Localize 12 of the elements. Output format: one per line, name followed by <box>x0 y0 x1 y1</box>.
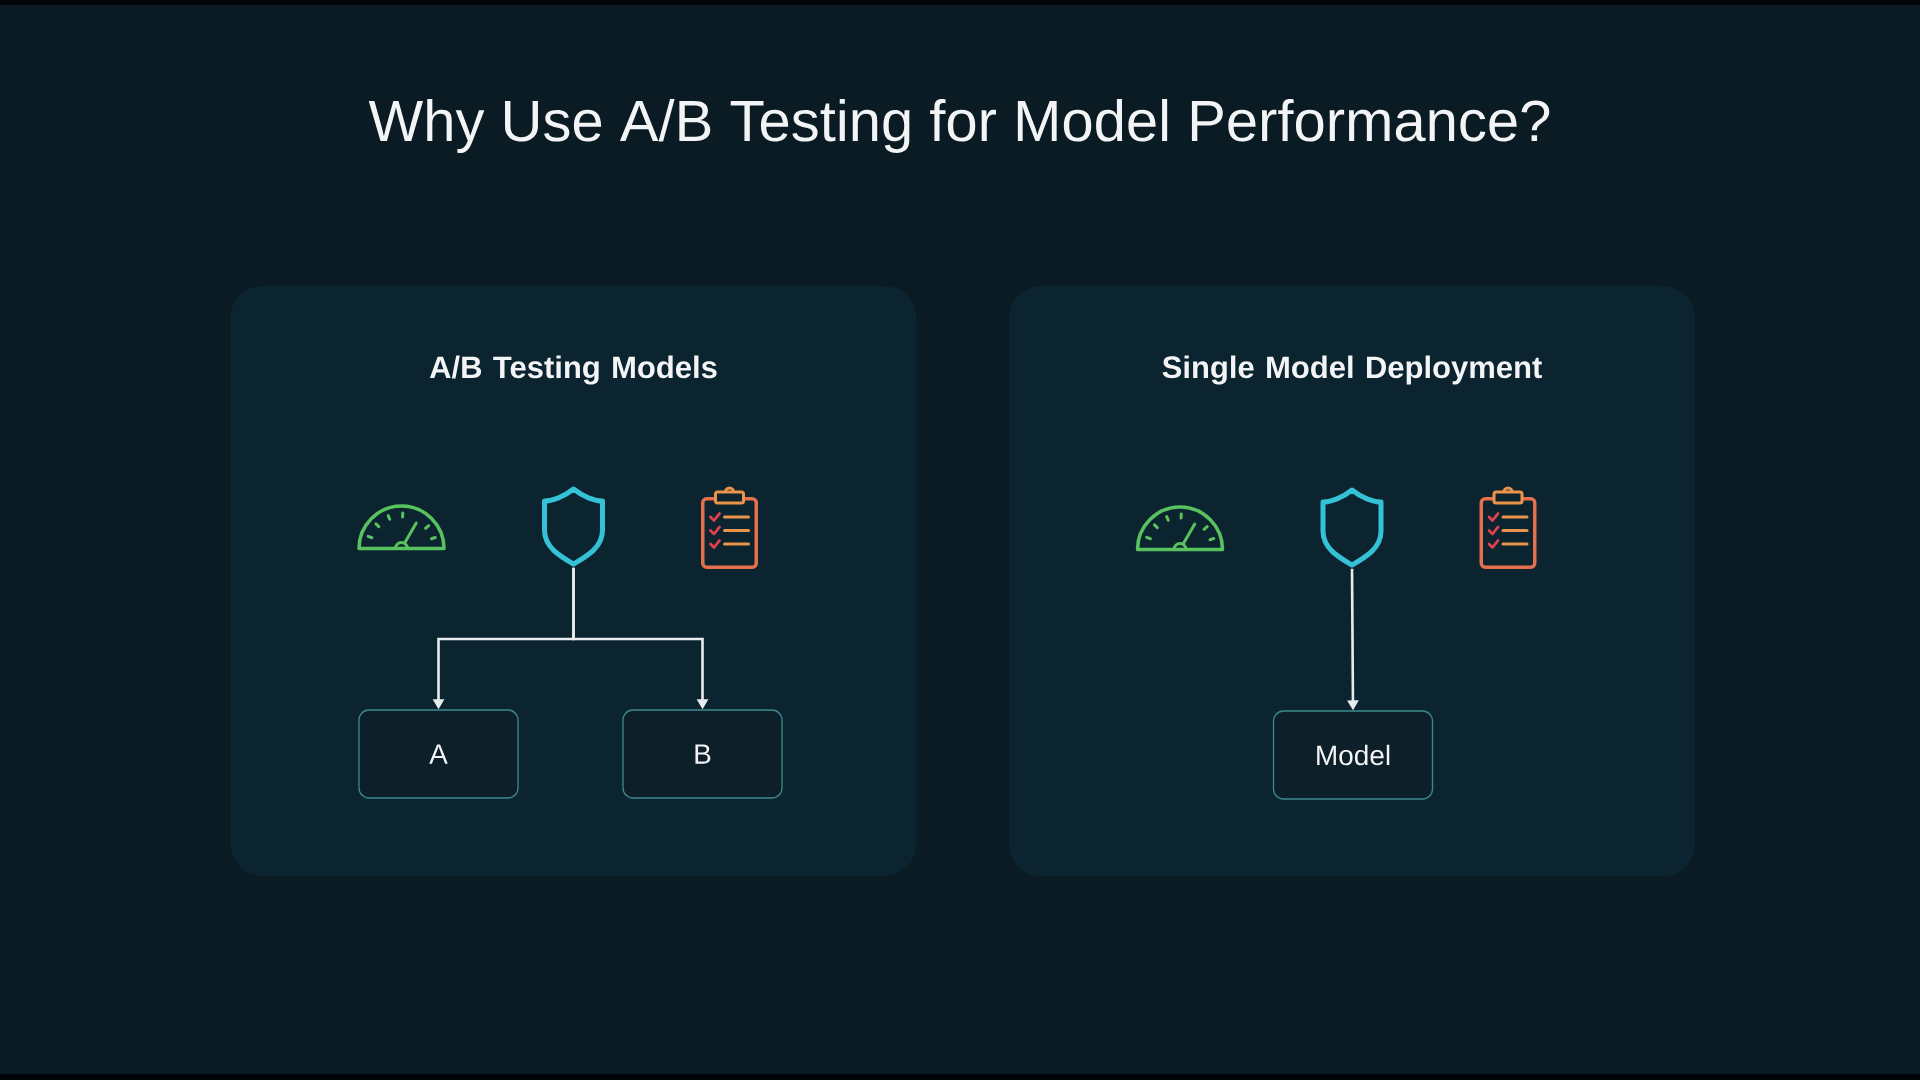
model-box: A <box>358 709 519 799</box>
gauge-icon <box>1135 505 1225 552</box>
clipboard-icon <box>1479 486 1537 569</box>
model-box: Model <box>1272 710 1434 800</box>
clipboard-icon <box>701 486 758 569</box>
shield-icon <box>542 486 605 567</box>
gauge-icon <box>357 504 446 551</box>
slide-title: Why Use A/B Testing for Model Performance? <box>368 98 1550 154</box>
panel-heading: Single Model Deployment <box>1162 355 1542 385</box>
shield-icon <box>1320 487 1384 568</box>
panel-heading: A/B Testing Models <box>429 355 717 385</box>
model-box: B <box>622 709 783 799</box>
